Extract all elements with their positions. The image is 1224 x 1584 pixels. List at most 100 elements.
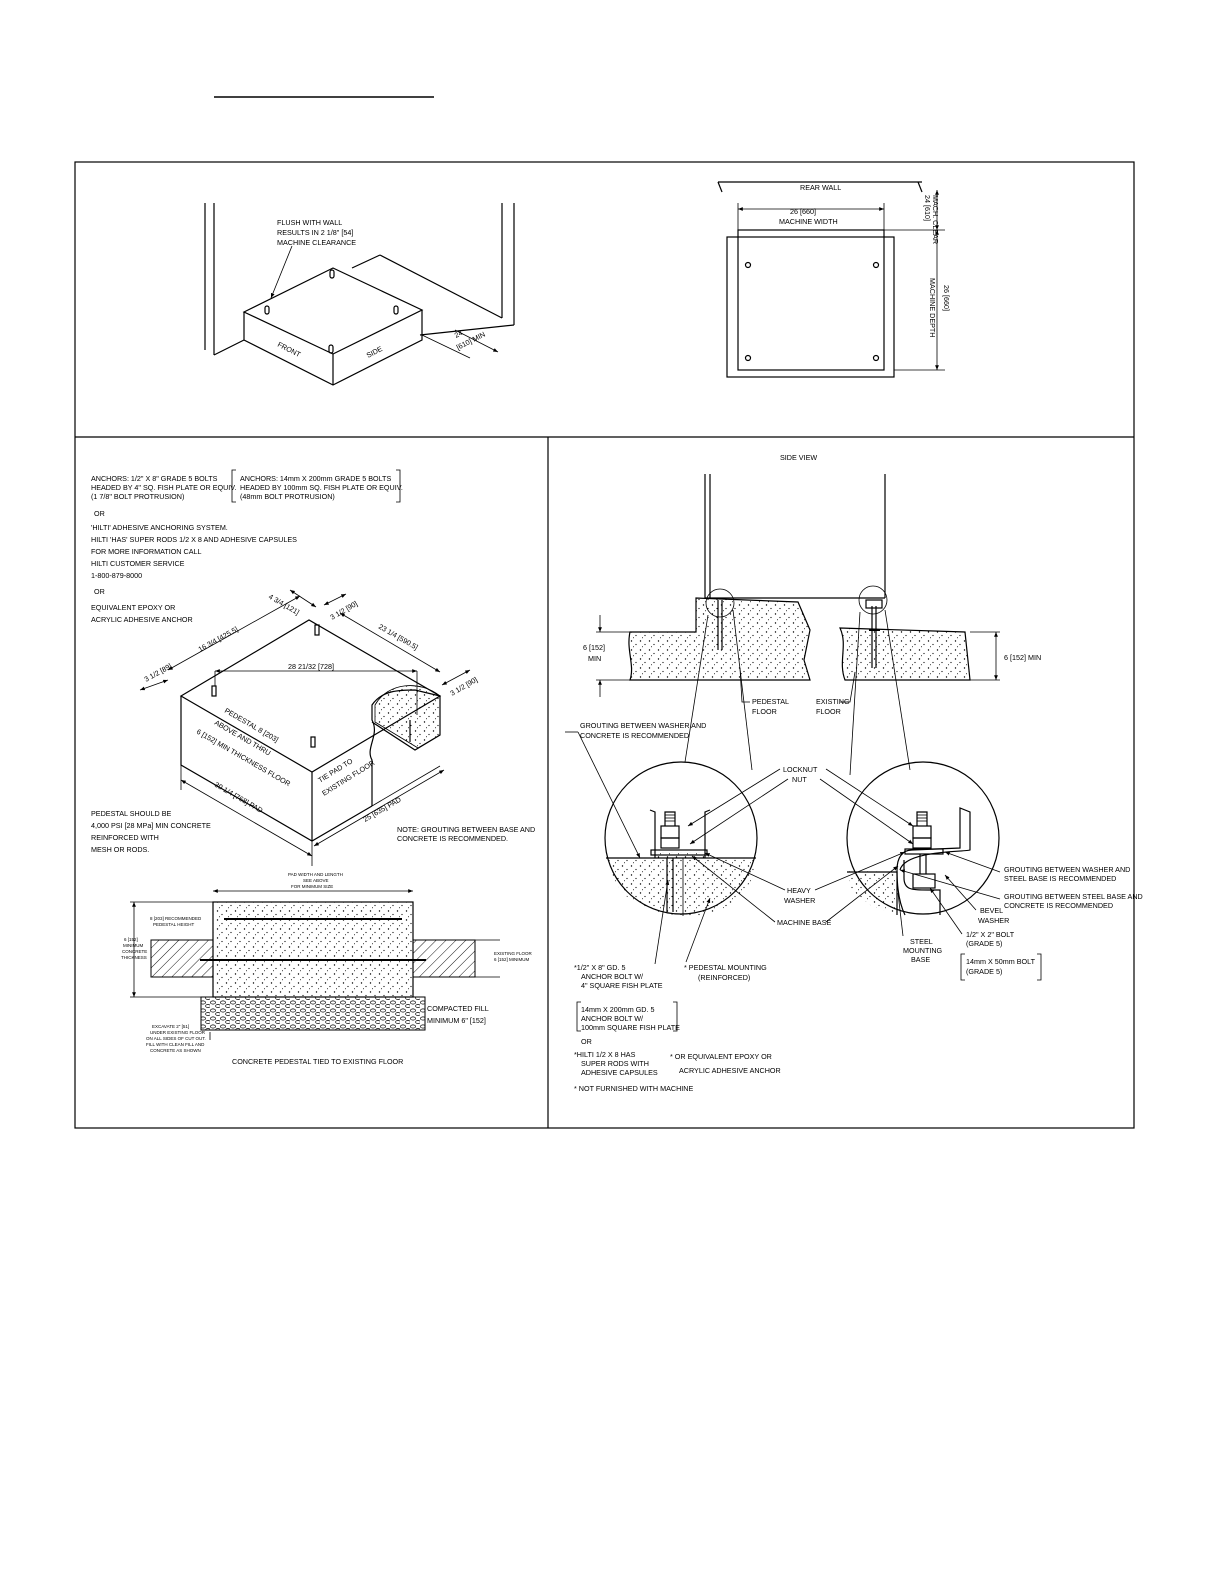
existing-floor-2: FLOOR [816, 707, 841, 716]
excavate-2: UNDER EXISTING FLOOR [150, 1030, 206, 1035]
width-label: MACHINE WIDTH [779, 217, 838, 226]
section-left-mid-1: 6 [152] [124, 937, 138, 942]
anchor-metric-1: 14mm X 200mm GD. 5 [581, 1005, 655, 1014]
side-label: SIDE [365, 344, 384, 360]
anchors-metric-1: ANCHORS: 14mm X 200mm GRADE 5 BOLTS [240, 474, 391, 483]
epoxy-line-2: ACRYLIC ADHESIVE ANCHOR [91, 615, 193, 624]
dim-3-90-top: 3 1/2 [90] [329, 599, 359, 622]
steel-base-2: MOUNTING [903, 946, 943, 955]
grout-steel-2: CONCRETE IS RECOMMENDED [1004, 901, 1113, 910]
nut-label: NUT [792, 775, 807, 784]
hilti-line-1: 'HILTI' ADHESIVE ANCHORING SYSTEM. [91, 523, 228, 532]
section-left-mid-4: THICKNESS [121, 955, 147, 960]
isometric-corner-view: FLUSH WITH WALL RESULTS IN 2 1/8" [54] M… [204, 203, 515, 386]
epoxy-1: * OR EQUIVALENT EPOXY OR [670, 1052, 772, 1061]
clearance-dim-1: 24 [453, 328, 464, 340]
compacted-fill-2: MINIMUM 6" [152] [427, 1016, 486, 1025]
anchor-notes: ANCHORS: 1/2" X 8" GRADE 5 BOLTS HEADED … [91, 469, 403, 624]
pedestal-notes: PEDESTAL SHOULD BE 4,000 PSI [28 MPa] MI… [91, 809, 535, 854]
pedestal-note-4: MESH OR RODS. [91, 845, 149, 854]
section-caption: CONCRETE PEDESTAL TIED TO EXISTING FLOOR [232, 1057, 403, 1066]
detail-callouts: GROUTING BETWEEN WASHER AND CONCRETE IS … [565, 721, 1143, 1093]
dim-28: 28 21/32 [728] [288, 662, 334, 671]
heavy-washer-1: HEAVY [787, 886, 811, 895]
pedestal-note-1: PEDESTAL SHOULD BE [91, 809, 171, 818]
pedestal-floor-2: FLOOR [752, 707, 777, 716]
anchors-line-1: ANCHORS: 1/2" X 8" GRADE 5 BOLTS [91, 474, 218, 483]
pedestal-note-3: REINFORCED WITH [91, 833, 159, 842]
grout-steel-1: GROUTING BETWEEN STEEL BASE AND [1004, 892, 1143, 901]
hilti-rods-3: ADHESIVE CAPSULES [581, 1068, 658, 1077]
hilti-line-4: HILTI CUSTOMER SERVICE [91, 559, 185, 568]
hilti-rods-1: *HILTI 1/2 X 8 HAS [574, 1050, 636, 1059]
epoxy-line-1: EQUIVALENT EPOXY OR [91, 603, 175, 612]
dim-30-pad: 30 1/4 [768] PAD [213, 780, 264, 815]
hilti-line-5: 1-800-879-8000 [91, 571, 142, 580]
anchors-metric-3: (48mm BOLT PROTRUSION) [240, 492, 335, 501]
width-dim: 26 [660] [790, 207, 816, 216]
dim-3-89: 3 1/2 [89] [143, 661, 174, 683]
pedestal-section: PAD WIDTH AND LENGTH SEE ABOVE FOR MINIM… [121, 872, 533, 1066]
front-label: FRONT [276, 340, 303, 360]
anchors-metric-2: HEADED BY 100mm SQ. FISH PLATE OR EQUIV. [240, 483, 403, 492]
bolt-2: (GRADE 5) [966, 939, 1002, 948]
pedestal-floor-1: PEDESTAL [752, 697, 789, 706]
pedestal-mounting-2: (REINFORCED) [698, 973, 750, 982]
epoxy-2: ACRYLIC ADHESIVE ANCHOR [679, 1066, 781, 1075]
section-right-2: 6 [152] MINIMUM [494, 957, 530, 962]
bevel-washer-1: BEVEL [980, 906, 1003, 915]
grout-washer-left-2: CONCRETE IS RECOMMENDED [580, 731, 689, 740]
right-dim: 6 [152] MIN [1004, 653, 1041, 662]
flush-note-1: FLUSH WITH WALL [277, 218, 342, 227]
panel-frames [74, 161, 1135, 1129]
mach-clear-label: MACH. CLEAR [931, 195, 940, 244]
compacted-fill-1: COMPACTED FILL [427, 1004, 489, 1013]
rear-wall-label: REAR WALL [800, 183, 841, 192]
pedestal-mounting-1: * PEDESTAL MOUNTING [684, 963, 767, 972]
grout-washer-right-1: GROUTING BETWEEN WASHER AND [1004, 865, 1130, 874]
not-furnished: * NOT FURNISHED WITH MACHINE [574, 1084, 693, 1093]
locknut-label: LOCKNUT [783, 765, 818, 774]
section-left-top-2: PEDESTAL HEIGHT [153, 922, 195, 927]
anchors-line-2: HEADED BY 4" SQ. FISH PLATE OR EQUIV. [91, 483, 236, 492]
bolt-metric-2: (GRADE 5) [966, 967, 1002, 976]
excavate-3: ON ALL SIDES OF CUT OUT. [146, 1036, 206, 1041]
existing-floor-1: EXISTING [816, 697, 850, 706]
pedestal-note-2: 4,000 PSI [28 MPa] MIN CONCRETE [91, 821, 211, 830]
flush-note-2: RESULTS IN 2 1/8" [54] [277, 228, 353, 237]
dim-3-90-right: 3 1/2 [90] [449, 675, 479, 698]
grout-washer-left-1: GROUTING BETWEEN WASHER AND [580, 721, 706, 730]
plan-view: REAR WALL 26 [660] MACHINE WIDTH 24 [610… [717, 181, 951, 378]
grout-note-2: CONCRETE IS RECOMMENDED. [397, 834, 508, 843]
section-top-1: PAD WIDTH AND LENGTH [288, 872, 343, 877]
section-top-2: SEE ABOVE [303, 878, 329, 883]
grout-washer-right-2: STEEL BASE IS RECOMMENDED [1004, 874, 1116, 883]
grout-note-1: NOTE: GROUTING BETWEEN BASE AND [397, 825, 535, 834]
excavate-5: CONCRETE AS SHOWN [150, 1048, 201, 1053]
depth-dim: 26 [660] [942, 285, 951, 311]
section-left-mid-3: CONCRETE [122, 949, 147, 954]
or-2: OR [94, 587, 105, 596]
detail-circle-left [604, 761, 758, 916]
side-view-title: SIDE VIEW [780, 453, 817, 462]
hilti-line-3: FOR MORE INFORMATION CALL [91, 547, 201, 556]
excavate-4: FILL WITH CLEAN FILL AND [146, 1042, 205, 1047]
dim-4-3-4: 4 3/4 [121] [267, 592, 301, 617]
dim-25-pad: 25 [635] PAD [362, 795, 403, 824]
anchor-bolt-2: ANCHOR BOLT W/ [581, 972, 643, 981]
side-view: SIDE VIEW 6 [152] MIN 6 [152] MIN PEDEST… [583, 453, 1041, 776]
flush-note-3: MACHINE CLEARANCE [277, 238, 356, 247]
section-left-top-1: 8 [203] RECOMMENDED [150, 916, 202, 921]
dim-16: 16 3/4 [425.5] [197, 625, 240, 654]
steel-base-3: BASE [911, 955, 930, 964]
bolt-1: 1/2" X 2" BOLT [966, 930, 1015, 939]
bolt-metric-1: 14mm X 50mm BOLT [966, 957, 1036, 966]
mach-clear-dim: 24 [610] [923, 195, 932, 221]
excavate-1: EXCAVATE 2" [51] [152, 1024, 189, 1029]
detail-circle-right [846, 761, 1000, 916]
section-top-3: FOR MINIMUM SIZE [291, 884, 333, 889]
left-dim-2: MIN [588, 654, 601, 663]
anchors-line-3: (1 7/8" BOLT PROTRUSION) [91, 492, 184, 501]
heavy-washer-2: WASHER [784, 896, 815, 905]
